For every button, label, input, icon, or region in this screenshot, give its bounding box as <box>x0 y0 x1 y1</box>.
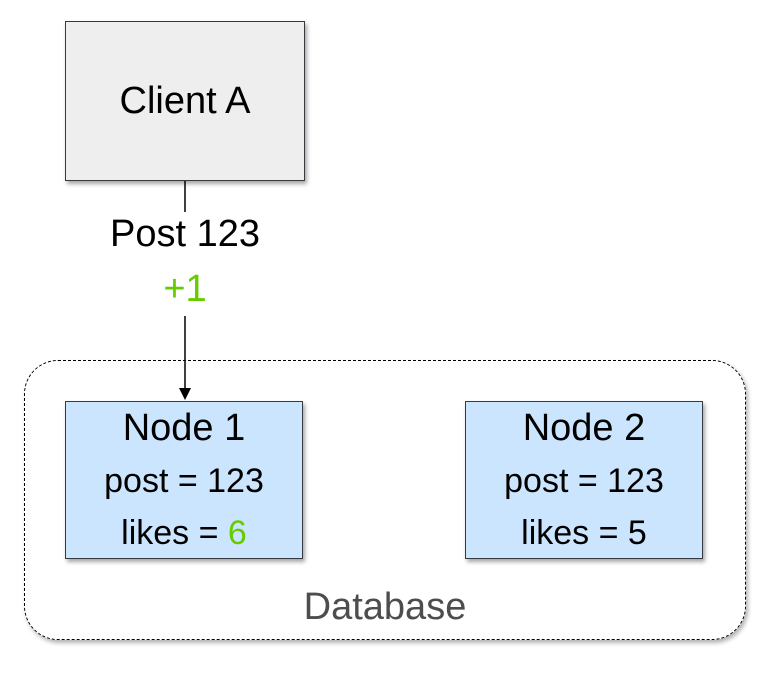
edge-label-delta: +1 <box>155 270 215 308</box>
node-2-box: Node 2 post = 123 likes = 5 <box>465 401 703 559</box>
node-1-post: post = 123 <box>104 462 264 500</box>
client-label: Client A <box>119 79 251 122</box>
node-1-likes-value: 6 <box>227 514 247 552</box>
node-1-box: Node 1 post = 123 likes = 6 <box>65 401 303 559</box>
node-2-likes: likes = 5 <box>521 507 647 559</box>
node-2-likes-prefix: likes = <box>521 514 628 552</box>
database-label: Database <box>303 586 467 628</box>
node-1-likes-prefix: likes = <box>121 514 228 552</box>
edge-label-post: Post 123 <box>85 215 285 253</box>
database-container <box>24 360 746 640</box>
node-1-likes: likes = 6 <box>121 507 247 559</box>
node-2-likes-value: 5 <box>627 514 647 552</box>
node-2-post: post = 123 <box>504 462 664 500</box>
client-a-box: Client A <box>65 21 305 181</box>
node-2-title: Node 2 <box>522 407 646 449</box>
node-1-title: Node 1 <box>122 407 246 449</box>
